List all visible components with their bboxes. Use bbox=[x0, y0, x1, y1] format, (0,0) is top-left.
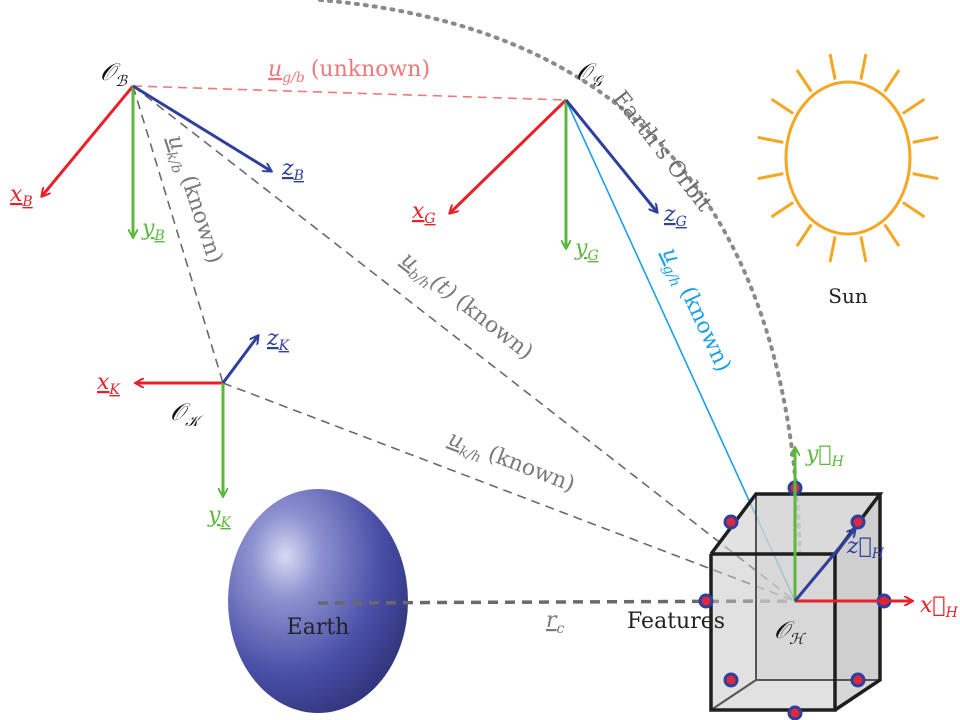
frame-b-z-axis bbox=[132, 84, 271, 171]
frame-b-y-label: yB bbox=[141, 216, 165, 244]
frame-h-z-label: z⃗H bbox=[846, 534, 885, 562]
u-b-h-label: ub/h(t)(known) bbox=[394, 247, 538, 368]
u-g-b-label: ug/b(unknown) bbox=[268, 57, 430, 86]
earth-sphere bbox=[228, 489, 408, 713]
frame-h-y-label: y⃗H bbox=[805, 442, 845, 470]
sun-ray bbox=[770, 97, 794, 115]
frame-k-y-label: yK bbox=[207, 503, 232, 531]
sun-ray bbox=[828, 53, 837, 80]
frame-b-x-label: xB bbox=[10, 182, 33, 210]
sun-ray bbox=[883, 69, 901, 93]
sun-ray bbox=[902, 201, 926, 219]
frame-g-z-label: zG bbox=[663, 202, 687, 230]
frame-g-y-label: yG bbox=[574, 236, 599, 264]
sun-ray bbox=[757, 135, 784, 144]
features-label: Features bbox=[627, 609, 725, 634]
u-k-b-line bbox=[132, 85, 224, 384]
feature-point bbox=[723, 672, 739, 688]
feature-point bbox=[787, 705, 803, 720]
frame-k bbox=[136, 336, 258, 496]
u-g-b-line bbox=[132, 85, 567, 101]
frame-g bbox=[450, 98, 657, 248]
frame-b bbox=[42, 84, 271, 237]
sun-ray bbox=[859, 53, 868, 80]
sun-ray bbox=[795, 223, 813, 247]
frame-h bbox=[795, 448, 912, 601]
feature-point bbox=[850, 672, 866, 688]
frame-h-x-label: x⃗H bbox=[920, 593, 959, 621]
frame-k-x-label: xK bbox=[97, 370, 121, 398]
sun-ray bbox=[770, 201, 794, 219]
frame-g-z-axis bbox=[564, 99, 657, 212]
sun-ray bbox=[757, 172, 784, 181]
feature-point bbox=[850, 514, 866, 530]
earth-orbit-arc bbox=[318, 0, 802, 562]
frame-b-x-axis bbox=[42, 85, 135, 196]
sun-icon bbox=[757, 53, 939, 263]
frame-g-x-label: xG bbox=[412, 199, 436, 227]
frame-k-origin-label: 𝒪𝒦 bbox=[170, 398, 204, 430]
frame-b-origin-label: 𝒪ℬ bbox=[100, 58, 128, 90]
u-b-h-line bbox=[132, 85, 796, 602]
sun-ray bbox=[859, 236, 868, 263]
frame-b-z-label: zB bbox=[281, 156, 304, 184]
sun-ray bbox=[828, 236, 837, 263]
u-k-h-line bbox=[222, 382, 796, 602]
u-k-h-label: uk/h(known) bbox=[443, 426, 578, 501]
u-g-h-label: ug/h(known) bbox=[653, 244, 736, 378]
sun-ray bbox=[902, 97, 926, 115]
frame-k-z-axis bbox=[221, 336, 258, 384]
feature-point bbox=[698, 593, 714, 609]
frame-g-x-axis bbox=[450, 98, 568, 213]
feature-point bbox=[723, 514, 739, 530]
frame-h-z-axis bbox=[793, 529, 855, 602]
frame-g-origin-label: 𝒪𝒢 bbox=[576, 58, 604, 90]
r-c-label: rc bbox=[546, 608, 565, 637]
sun-ray bbox=[883, 223, 901, 247]
earth-orbit-label: Earth's Orbit bbox=[607, 86, 716, 216]
earth-label: Earth bbox=[287, 615, 350, 640]
sun-ray bbox=[912, 135, 939, 144]
feature-points bbox=[698, 480, 892, 720]
sun-label: Sun bbox=[828, 284, 868, 308]
sun-ray bbox=[795, 69, 813, 93]
sun-ray bbox=[912, 172, 939, 181]
frame-k-z-label: zK bbox=[266, 326, 291, 354]
u-k-b-label: uk/b(known) bbox=[158, 132, 227, 268]
